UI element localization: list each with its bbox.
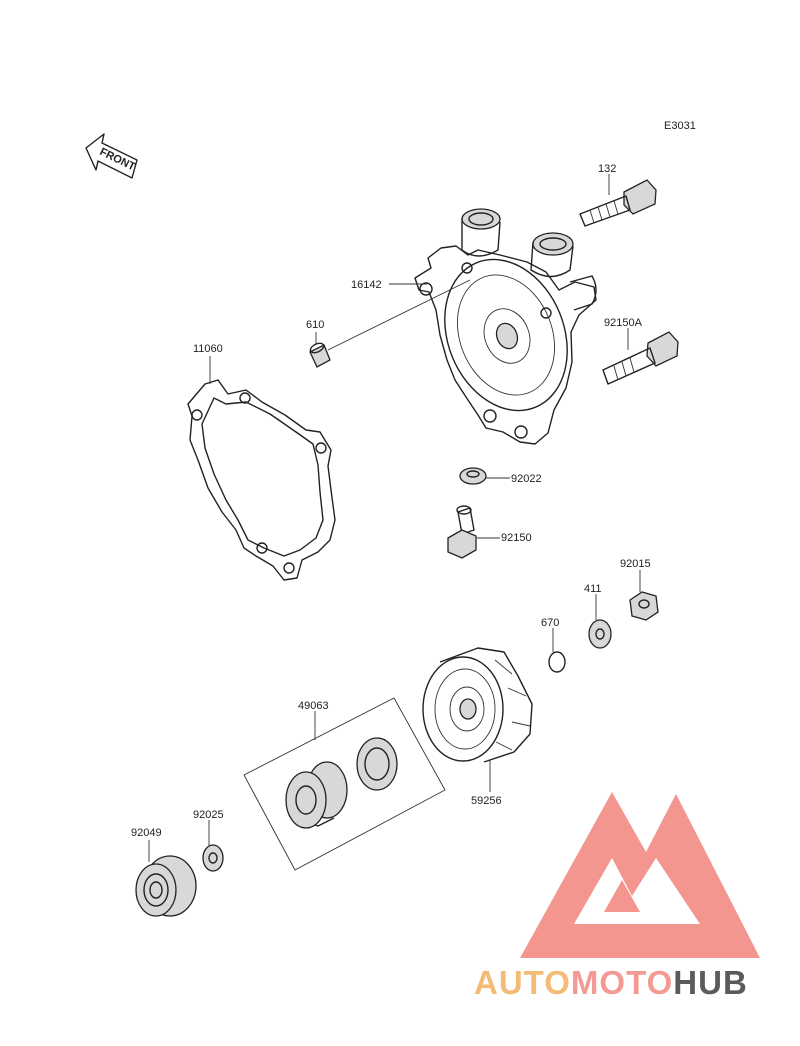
bolt-132: 132 [579, 163, 657, 227]
label-59256: 59256 [471, 795, 502, 807]
front-arrow-icon: FRONT [85, 133, 138, 179]
gasket-11060: 11060 [187, 343, 336, 581]
washer-92025: 92025 [193, 809, 224, 872]
label-11060: 11060 [193, 343, 223, 355]
label-92150: 92150 [501, 532, 532, 544]
label-610: 610 [306, 319, 324, 331]
label-16142: 16142 [351, 279, 382, 291]
impeller-59256: 59256 [422, 647, 533, 807]
watermark-moto: MOTO [571, 964, 673, 1001]
label-92025: 92025 [193, 809, 224, 821]
pump-cover-16142: 16142 [351, 208, 597, 445]
label-411: 411 [584, 583, 602, 595]
watermark-triangle-icon [520, 792, 760, 958]
label-92150a: 92150A [604, 317, 643, 329]
seal-kit-49063: 49063 [243, 697, 446, 871]
label-92015: 92015 [620, 558, 651, 570]
watermark-hub: HUB [673, 964, 748, 1001]
label-670: 670 [541, 617, 559, 629]
label-92022: 92022 [511, 473, 542, 485]
washer-411: 411 [584, 583, 612, 649]
washer-92022: 92022 [459, 467, 542, 485]
label-132: 132 [598, 163, 616, 175]
nut-92015: 92015 [620, 558, 659, 621]
bolt-92150a: 92150A [602, 317, 679, 385]
watermark-logo: AUTOMOTOHUB [474, 792, 760, 1001]
svg-text:AUTOMOTOHUB: AUTOMOTOHUB [474, 964, 748, 1001]
label-92049: 92049 [131, 827, 162, 839]
bearing-92049: 92049 [131, 827, 197, 917]
watermark-auto: AUTO [474, 964, 571, 1001]
diagram-code: E3031 [664, 120, 696, 132]
o-ring-670: 670 [541, 617, 566, 673]
drain-bolt-92150: 92150 [447, 505, 532, 559]
label-49063: 49063 [298, 700, 329, 712]
dowel-pin-610: 610 [306, 279, 471, 368]
